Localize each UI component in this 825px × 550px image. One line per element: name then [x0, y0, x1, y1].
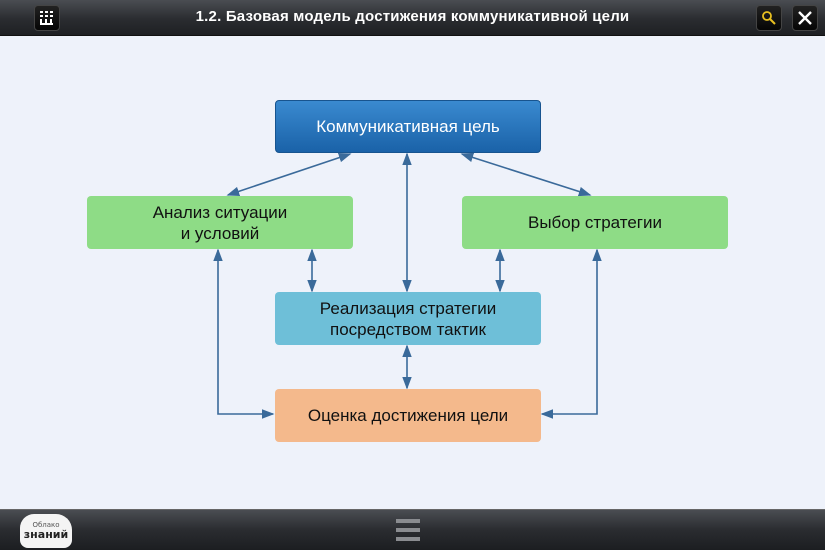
strategy-box: Выбор стратегии [462, 196, 728, 249]
arrow-goal-analysis [226, 153, 352, 196]
evaluation-box: Оценка достижения цели [275, 389, 541, 442]
realization-label-line1: Реализация стратегии [319, 298, 497, 318]
logo-text-bottom: знаний [23, 528, 69, 541]
logo: Облако знаний [20, 514, 72, 548]
evaluation-label: Оценка достижения цели [307, 406, 509, 425]
analysis-label-line2: и условий [180, 223, 260, 243]
arrow-analysis-evaluation [213, 248, 275, 419]
contents-button[interactable] [34, 5, 60, 31]
search-button[interactable] [756, 5, 782, 31]
arrow-strategy-evaluation [540, 248, 602, 419]
menu-button[interactable] [396, 516, 420, 544]
contents-icon [40, 11, 53, 25]
strategy-label: Выбор стратегии [528, 213, 662, 232]
page-title: 1.2. Базовая модель достижения коммуника… [195, 8, 630, 25]
bottom-bar: Облако знаний [0, 509, 825, 550]
goal-box: Коммуникативная цель [275, 100, 541, 153]
logo-text-top: Облако [32, 521, 60, 529]
hamburger-icon [396, 519, 420, 541]
arrow-goal-strategy [460, 152, 592, 197]
close-icon [798, 11, 812, 25]
connector-arrows [213, 152, 602, 419]
analysis-label-line1: Анализ ситуации [152, 202, 288, 222]
close-button[interactable] [792, 5, 818, 31]
search-icon [762, 11, 776, 25]
top-bar: 1.2. Базовая модель достижения коммуника… [0, 0, 825, 36]
goal-label: Коммуникативная цель [316, 117, 500, 136]
realization-label-line2: посредством тактик [329, 319, 486, 339]
